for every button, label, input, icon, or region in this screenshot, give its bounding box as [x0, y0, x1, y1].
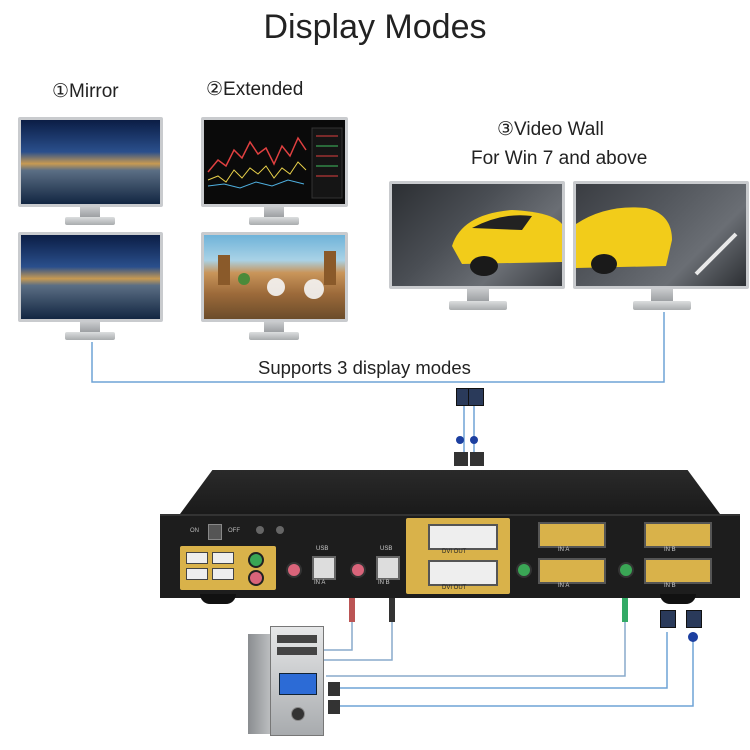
- usb-b-port-b[interactable]: [376, 556, 400, 580]
- dvi-out-label-2: DVI OUT: [442, 585, 467, 591]
- usb-port[interactable]: [186, 568, 208, 580]
- dvi-plug: [660, 610, 676, 628]
- kvm-foot-left: [200, 594, 236, 604]
- power-label-on: ON: [190, 528, 199, 534]
- dvi-in-a-port-1[interactable]: [538, 522, 606, 548]
- drive-bay: [277, 647, 317, 655]
- kvm-top-face: [180, 470, 720, 514]
- pc-power-button[interactable]: [291, 707, 305, 721]
- pc-display-panel: [279, 673, 317, 695]
- monitor-video-wall-right: [573, 181, 749, 315]
- monitor-video-wall-left: [389, 181, 565, 315]
- dvi-in-b-port-2[interactable]: [644, 558, 712, 584]
- mode-label-video-wall-note: For Win 7 and above: [471, 148, 648, 169]
- dvi-out-port-2[interactable]: [428, 560, 498, 586]
- dvi-plug-bottom-right: [470, 452, 484, 466]
- in-a-dvi-label-1: IN A: [558, 547, 570, 553]
- power-label-off: OFF: [228, 528, 240, 534]
- audio-jack-in-b[interactable]: [618, 562, 634, 578]
- dvi-out-port-1[interactable]: [428, 524, 498, 550]
- usb-port[interactable]: [212, 568, 234, 580]
- usb-hub-panel: [180, 546, 276, 590]
- ferrite-core-icon: [688, 632, 698, 642]
- mic-jack-in-a[interactable]: [286, 562, 302, 578]
- kvm-front-panel: ON OFF USB IN A USB IN B DVI OUT DVI OUT: [160, 514, 740, 598]
- usb-port[interactable]: [186, 552, 208, 564]
- support-text: Supports 3 display modes: [258, 357, 471, 378]
- dvi-plug: [686, 610, 702, 628]
- usb-label-b: USB: [380, 546, 393, 552]
- ferrite-core-icon: [456, 436, 464, 444]
- audio-jack-pink[interactable]: [248, 570, 264, 586]
- dvi-connector-top-right: [468, 388, 484, 406]
- select-button[interactable]: [276, 526, 284, 534]
- dvi-in-b-port-1[interactable]: [644, 522, 712, 548]
- audio-plug: [622, 598, 628, 622]
- pc-front: [270, 626, 324, 736]
- in-b-dvi-label-1: IN B: [664, 547, 676, 553]
- monitor-extended-bottom: [201, 232, 348, 344]
- in-b-label: IN B: [378, 580, 390, 586]
- select-button[interactable]: [256, 526, 264, 534]
- audio-jack-green[interactable]: [248, 552, 264, 568]
- dvi-plug-pc-b: [328, 700, 340, 714]
- dvi-plug-pc-a: [328, 682, 340, 696]
- dvi-in-a-port-2[interactable]: [538, 558, 606, 584]
- in-b-dvi-label-2: IN B: [664, 583, 676, 589]
- pc-side: [248, 634, 274, 734]
- mode-label-mirror: ①Mirror: [52, 81, 119, 102]
- audio-plug: [389, 598, 395, 622]
- audio-plug: [349, 598, 355, 622]
- kvm-foot-right: [660, 594, 696, 604]
- monitor-extended-top: [201, 117, 348, 229]
- mode-label-extended: ②Extended: [206, 79, 304, 100]
- in-a-label: IN A: [314, 580, 326, 586]
- monitor-mirror-bottom: [18, 232, 163, 344]
- audio-jack-in-a[interactable]: [516, 562, 532, 578]
- drive-bay: [277, 635, 317, 643]
- usb-port[interactable]: [212, 552, 234, 564]
- ferrite-core-icon: [470, 436, 478, 444]
- usb-b-port-a[interactable]: [312, 556, 336, 580]
- dvi-out-label-1: DVI OUT: [442, 549, 467, 555]
- dvi-out-panel: DVI OUT DVI OUT: [406, 518, 510, 594]
- usb-label-a: USB: [316, 546, 329, 552]
- power-switch[interactable]: [208, 524, 222, 540]
- dvi-plug-bottom-left: [454, 452, 468, 466]
- pc-tower: [248, 626, 328, 736]
- mode-label-video-wall: ③Video Wall: [497, 119, 604, 140]
- diagram-title: Display Modes: [263, 8, 487, 46]
- kvm-switch: ON OFF USB IN A USB IN B DVI OUT DVI OUT: [160, 470, 740, 604]
- monitor-mirror-top: [18, 117, 163, 229]
- mic-jack-in-b[interactable]: [350, 562, 366, 578]
- in-a-dvi-label-2: IN A: [558, 583, 570, 589]
